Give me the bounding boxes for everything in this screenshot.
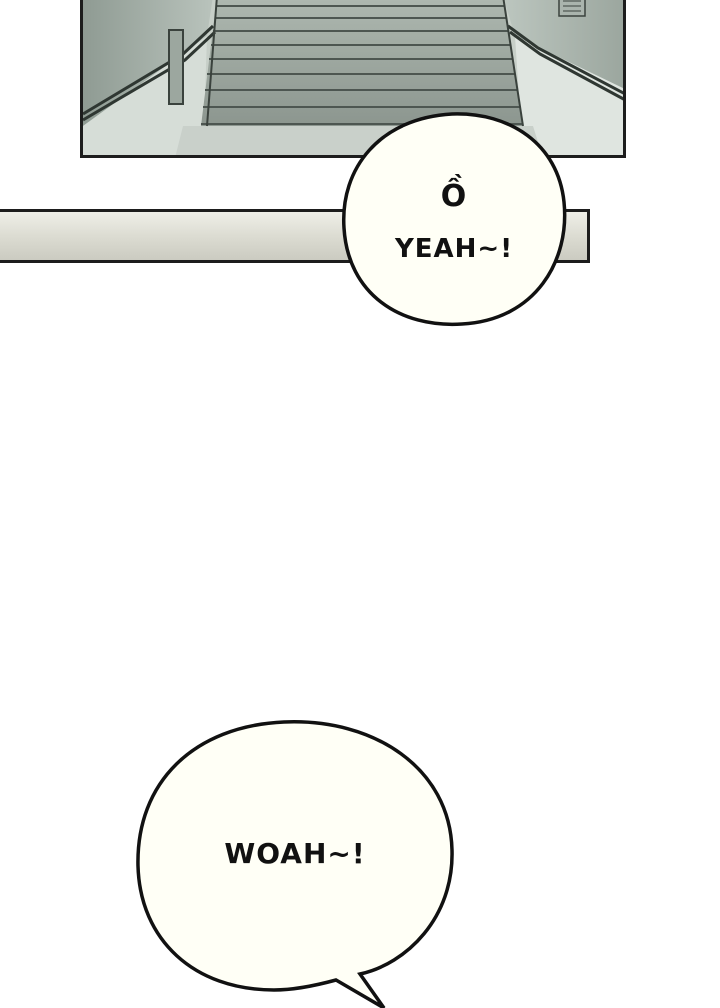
speech-bubble-bottom: WOAH~!: [134, 718, 456, 1008]
stair-steps: [201, 5, 523, 125]
staircase-panel: [80, 0, 626, 158]
speech-bubble-shape: [342, 112, 567, 327]
speech-bubble-top: Ồ YEAH~!: [340, 110, 568, 328]
bubble-text-line: YEAH~!: [394, 234, 514, 264]
speech-bubble-shape: [136, 720, 454, 1008]
staircase-illustration: [83, 0, 623, 155]
bubble-text-line: Ồ: [440, 179, 468, 214]
bubble-text-line: WOAH~!: [224, 837, 366, 870]
handrails: [83, 24, 623, 122]
